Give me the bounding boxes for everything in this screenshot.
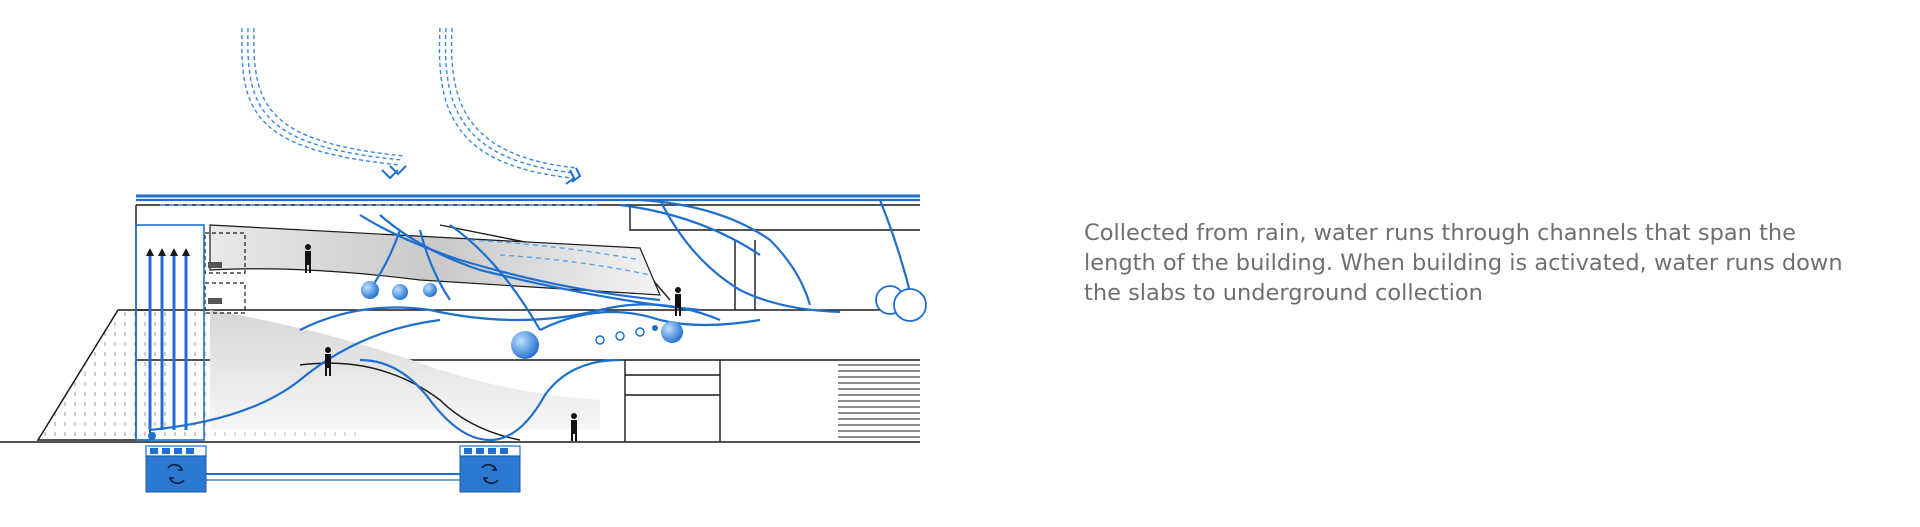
recycle-arrows-icon: [481, 463, 499, 485]
water-droplets: [361, 281, 927, 359]
curved-lower-slab: [299, 362, 521, 441]
rain-arrow-icon: [381, 165, 407, 180]
lower-hatched-wall: [150, 310, 210, 440]
valve-indicator: [148, 432, 156, 440]
person-silhouette-icon: [571, 413, 577, 441]
rain-stream-right: [438, 27, 577, 179]
up-arrow-icon: [146, 248, 190, 256]
rain-stream-left: [241, 27, 405, 166]
recycle-arrows-icon: [167, 463, 185, 485]
upper-floor-ramp: [209, 224, 661, 296]
seating-icon: [208, 262, 222, 304]
person-silhouette-icon: [325, 347, 331, 376]
caption-line-1: Collected from rain, water runs through …: [1084, 220, 1797, 246]
caption-line-2: length of the building. When building is…: [1084, 250, 1843, 276]
vertical-pipes: [148, 255, 188, 430]
caption-line-3: the slabs to underground collection: [1084, 280, 1483, 306]
embankment: [36, 309, 151, 441]
louver-panel: [838, 364, 920, 438]
service-core: [204, 232, 246, 314]
collection-tank-right: [459, 445, 521, 493]
rain-arrow-icon: [565, 167, 582, 185]
person-silhouette-icon: [305, 244, 311, 273]
water-channels-light: [160, 204, 651, 276]
pipe-frame: [135, 224, 205, 441]
diagram-caption: Collected from rain, water runs through …: [1084, 218, 1904, 308]
person-silhouette-icon: [675, 287, 681, 316]
middle-floor-ramp: [210, 310, 600, 430]
building-section-diagram: [0, 27, 927, 493]
water-channels: [136, 198, 920, 442]
collection-tank-left: [145, 445, 207, 493]
